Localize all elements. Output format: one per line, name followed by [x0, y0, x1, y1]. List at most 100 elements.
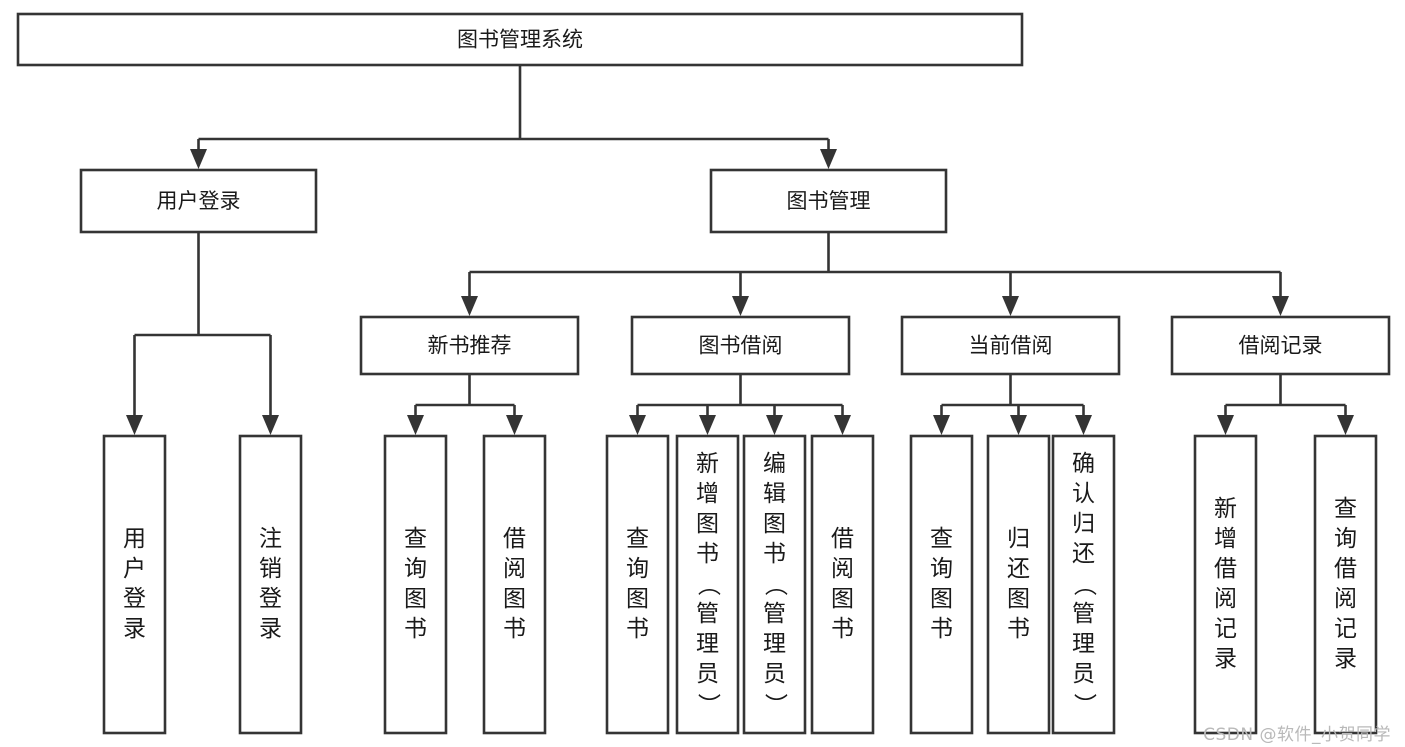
node-box[interactable] [709, 168, 948, 234]
arrow-head-icon [190, 149, 207, 169]
node-user-login[interactable]: 用户登录 [79, 168, 318, 234]
arrow-head-icon [732, 296, 749, 316]
svg-text:询: 询 [1334, 526, 1357, 552]
node-current-borrow[interactable]: 当前借阅 [900, 315, 1121, 376]
bus-borrow-record [1217, 374, 1354, 435]
node-box[interactable] [102, 434, 167, 735]
svg-text:注: 注 [259, 526, 282, 552]
svg-text:查: 查 [1334, 496, 1357, 522]
node-label: 图书管理 [787, 189, 871, 213]
arrow-head-icon [1075, 415, 1092, 435]
arrow-head-icon [1272, 296, 1289, 316]
node-box[interactable] [79, 168, 318, 234]
svg-text:户: 户 [123, 556, 146, 582]
svg-text:认: 认 [1072, 481, 1095, 507]
svg-text:还: 还 [1072, 541, 1095, 567]
svg-text:书: 书 [831, 616, 854, 642]
node-book-manage[interactable]: 图书管理 [709, 168, 948, 234]
svg-text:）: ） [695, 693, 721, 716]
node-box[interactable] [383, 434, 448, 735]
svg-text:理: 理 [1072, 631, 1095, 657]
node-label: 当前借阅 [969, 334, 1053, 358]
svg-text:询: 询 [626, 556, 649, 582]
node-new-book-rec[interactable]: 新书推荐 [359, 315, 580, 376]
svg-text:图: 图 [1007, 586, 1030, 612]
svg-text:阅: 阅 [1214, 586, 1237, 612]
svg-text:图: 图 [930, 586, 953, 612]
svg-text:书: 书 [696, 541, 719, 567]
node-label: 图书管理系统 [457, 28, 583, 52]
node-box[interactable] [742, 434, 807, 735]
node-leaf-user-login[interactable]: 用户登录 [102, 434, 167, 735]
node-box[interactable] [1313, 434, 1378, 735]
svg-text:记: 记 [1334, 616, 1357, 642]
svg-text:管: 管 [696, 601, 719, 627]
node-borrow-record[interactable]: 借阅记录 [1170, 315, 1391, 376]
svg-text:图: 图 [404, 586, 427, 612]
svg-text:询: 询 [930, 556, 953, 582]
svg-text:辑: 辑 [763, 481, 786, 507]
node-box[interactable] [986, 434, 1051, 735]
svg-text:录: 录 [1214, 646, 1237, 672]
node-book-borrow[interactable]: 图书借阅 [630, 315, 851, 376]
svg-text:书: 书 [930, 616, 953, 642]
arrow-head-icon [262, 415, 279, 435]
arrow-head-icon [766, 415, 783, 435]
svg-text:员: 员 [696, 661, 719, 687]
svg-text:）: ） [1071, 693, 1097, 716]
svg-text:编: 编 [763, 451, 786, 477]
node-box[interactable] [1193, 434, 1258, 735]
arrow-head-icon [933, 415, 950, 435]
svg-text:（: （ [695, 573, 721, 596]
svg-text:询: 询 [404, 556, 427, 582]
arrow-head-icon [1002, 296, 1019, 316]
arrow-head-icon [126, 415, 143, 435]
node-root[interactable]: 图书管理系统 [16, 12, 1024, 67]
node-box[interactable] [630, 315, 851, 376]
node-box[interactable] [238, 434, 303, 735]
node-box[interactable] [900, 315, 1121, 376]
node-box[interactable] [482, 434, 547, 735]
node-box[interactable] [909, 434, 974, 735]
node-box[interactable] [359, 315, 580, 376]
svg-text:录: 录 [259, 616, 282, 642]
node-layer: 图书管理系统用户登录图书管理新书推荐图书借阅当前借阅借阅记录用户登录注销登录查询… [16, 12, 1391, 735]
svg-text:确: 确 [1072, 451, 1095, 477]
arrow-head-icon [629, 415, 646, 435]
svg-text:增: 增 [1214, 526, 1237, 552]
node-box[interactable] [16, 12, 1024, 67]
node-box[interactable] [1170, 315, 1391, 376]
svg-text:录: 录 [1334, 646, 1357, 672]
svg-text:书: 书 [503, 616, 526, 642]
node-box[interactable] [1051, 434, 1116, 735]
node-box[interactable] [675, 434, 740, 735]
svg-text:员: 员 [763, 661, 786, 687]
svg-text:阅: 阅 [831, 556, 854, 582]
node-label: 图书借阅 [699, 334, 783, 358]
node-box[interactable] [605, 434, 670, 735]
node-box[interactable] [810, 434, 875, 735]
node-label: 借阅记录 [1239, 334, 1323, 358]
bus-book-manage [461, 232, 1289, 316]
svg-text:书: 书 [404, 616, 427, 642]
svg-text:查: 查 [930, 526, 953, 552]
